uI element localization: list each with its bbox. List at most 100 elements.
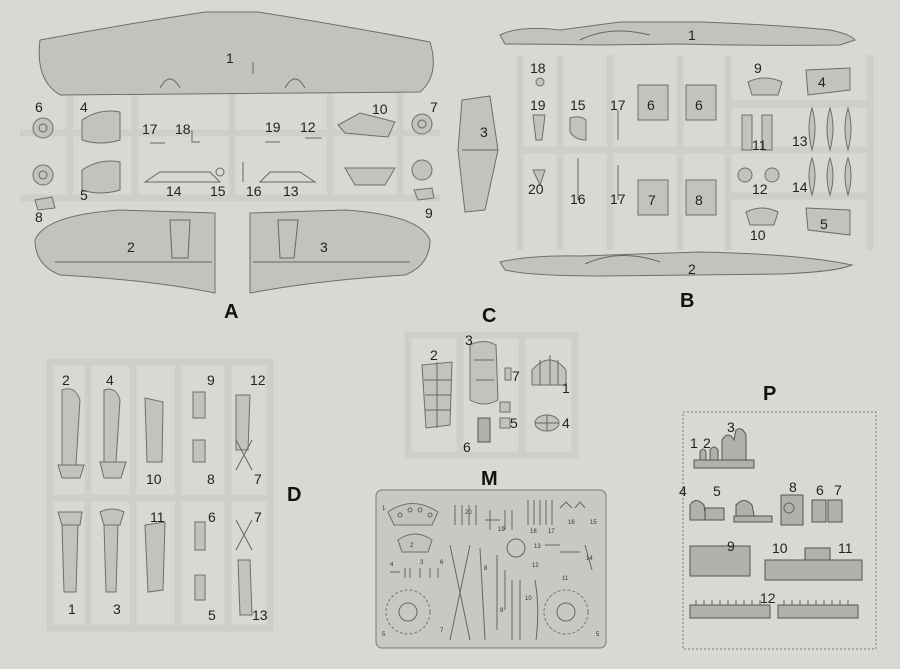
- part-a3-lower-wing: [249, 209, 431, 294]
- sprue-a: 1 6 4 17 18 19 12 10 7 3 8 5 14 15 16 13…: [20, 11, 499, 323]
- label-a10: 10: [372, 101, 388, 117]
- etched-radial-wheel-left: [385, 589, 431, 635]
- sprue-b: 1 18 19 15 17 6 6 9 4 11 13 20 16 17 7 8…: [499, 21, 874, 312]
- label-p11: 11: [838, 540, 853, 556]
- label-b12: 12: [752, 181, 768, 197]
- label-d7-2: 7: [254, 509, 262, 525]
- sprue-letter-c: C: [482, 305, 496, 327]
- part-p12-cylinders-left: [689, 604, 771, 619]
- label-a12: 12: [300, 119, 316, 135]
- label-b6: 6: [647, 97, 655, 113]
- part-p9: [689, 545, 751, 577]
- label-d13: 13: [252, 607, 268, 623]
- label-m8: 8: [484, 566, 488, 572]
- label-p3: 3: [727, 419, 735, 435]
- label-d7: 7: [254, 471, 262, 487]
- label-d1: 1: [68, 601, 76, 617]
- label-m3: 3: [420, 560, 424, 566]
- label-a17: 17: [142, 121, 158, 137]
- part-a4-gear-door: [81, 110, 121, 144]
- part-b6-box-2: [685, 84, 717, 121]
- label-b15: 15: [570, 97, 586, 113]
- label-m2: 2: [410, 543, 414, 549]
- label-m11: 11: [562, 576, 569, 582]
- label-b17: 17: [610, 97, 626, 113]
- label-b10: 10: [750, 227, 766, 243]
- label-p10: 10: [772, 540, 788, 556]
- label-a19: 19: [265, 119, 281, 135]
- label-m15: 15: [590, 520, 597, 526]
- label-a2: 2: [127, 239, 135, 255]
- label-b2: 2: [688, 261, 696, 277]
- part-a1-upper-wing: [38, 11, 434, 96]
- part-a3-stabilizer: [457, 95, 499, 213]
- photo-etch-fret-m: 1 2 20 19 18 17 16 15 13 3 4 6 12 14 8 1…: [375, 468, 607, 649]
- label-a6: 6: [35, 99, 43, 115]
- label-m13: 13: [534, 544, 541, 550]
- part-d3: [103, 524, 119, 593]
- sprue-letter-d: D: [287, 484, 301, 506]
- label-b4: 4: [818, 74, 826, 90]
- label-a7: 7: [430, 99, 438, 115]
- part-b8-box: [685, 179, 717, 216]
- label-a9: 9: [425, 205, 433, 221]
- label-d10: 10: [146, 471, 162, 487]
- label-b20: 20: [528, 181, 544, 197]
- part-b1-fuselage-half: [499, 21, 856, 46]
- part-a8-wheel: [32, 164, 54, 186]
- label-m9: 9: [500, 608, 504, 614]
- label-p4: 4: [679, 483, 687, 499]
- label-c1: 1: [562, 380, 570, 396]
- label-p9: 9: [727, 538, 735, 554]
- label-m6: 6: [440, 560, 444, 566]
- label-p1: 1: [690, 435, 698, 451]
- label-b18: 18: [530, 60, 546, 76]
- label-m7: 7: [440, 628, 444, 634]
- label-b7: 7: [648, 192, 656, 208]
- part-p10-11: [764, 547, 863, 581]
- label-d8: 8: [207, 471, 215, 487]
- label-b14: 14: [792, 179, 808, 195]
- label-b8: 8: [695, 192, 703, 208]
- label-b19: 19: [530, 97, 546, 113]
- label-c2: 2: [430, 347, 438, 363]
- label-d5: 5: [208, 607, 216, 623]
- resin-parts-p: 1 2 3 4 5 8 6 7 9 10 11 12 P: [679, 383, 877, 650]
- label-a3-stab: 3: [480, 124, 488, 140]
- label-a4: 4: [80, 99, 88, 115]
- sprue-d: 2 4 9 12 10 8 7 11 6 7 1 3 5 13 D: [46, 358, 301, 632]
- label-b6-2: 6: [695, 97, 703, 113]
- label-p6: 6: [816, 482, 824, 498]
- label-m5: 5: [382, 632, 386, 638]
- part-d1: [61, 524, 79, 593]
- label-d12: 12: [250, 372, 266, 388]
- label-a16: 16: [246, 183, 262, 199]
- label-b17-2: 17: [610, 191, 626, 207]
- label-b5: 5: [820, 216, 828, 232]
- sprue-letter-a: A: [224, 301, 238, 323]
- label-m20: 20: [465, 510, 472, 516]
- part-a2-lower-wing: [34, 209, 216, 294]
- label-m4: 4: [390, 562, 394, 568]
- part-a5-gear-door: [81, 160, 121, 194]
- part-d2: [61, 388, 81, 469]
- label-b1: 1: [688, 27, 696, 43]
- label-m18: 18: [530, 529, 537, 535]
- part-c6: [477, 417, 491, 443]
- part-c1-canopy: [531, 359, 567, 386]
- resin-letter-p: P: [763, 383, 776, 405]
- label-m10: 10: [525, 596, 532, 602]
- label-d3: 3: [113, 601, 121, 617]
- label-m12: 12: [532, 563, 539, 569]
- label-c5: 5: [510, 415, 518, 431]
- label-p8: 8: [789, 479, 797, 495]
- label-d11: 11: [150, 509, 165, 525]
- part-p12-cylinders-right: [777, 604, 859, 619]
- etched-radial-wheel-right: [543, 589, 589, 635]
- part-a6-wheel: [32, 117, 54, 139]
- label-a18: 18: [175, 121, 191, 137]
- label-c3: 3: [465, 332, 473, 348]
- label-d6: 6: [208, 509, 216, 525]
- part-b6-box: [637, 84, 669, 121]
- label-c6: 6: [463, 439, 471, 455]
